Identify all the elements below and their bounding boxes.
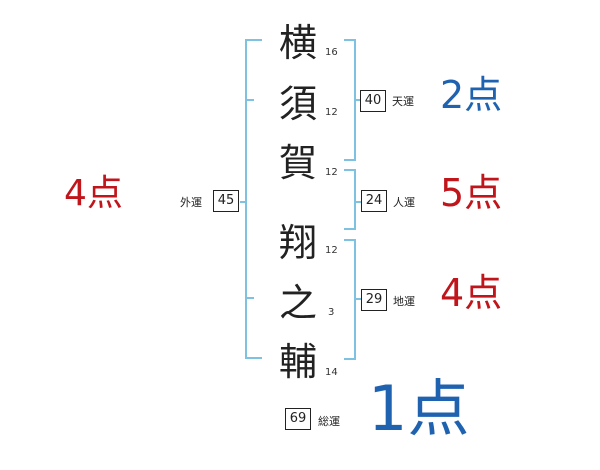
chikaku-bracket (344, 239, 356, 360)
soukaku-score: 1点 (368, 372, 470, 445)
jinkaku-score: 5点 (440, 171, 503, 215)
stroke-count-3: 12 (325, 167, 338, 178)
jinkaku-label: 人運 (393, 196, 415, 209)
soukaku-label: 総運 (318, 415, 340, 428)
name-char-3: 賀 (278, 141, 317, 185)
name-char-2: 須 (278, 82, 317, 126)
name-char-1: 横 (278, 21, 317, 65)
gaikaku-score: 4点 (64, 173, 123, 214)
stroke-count-6: 14 (325, 367, 338, 378)
tenkaku-value-box: 40 (360, 90, 386, 112)
tenkaku-score: 2点 (440, 73, 503, 117)
tenkaku-label: 天運 (392, 95, 414, 108)
chikaku-score: 4点 (440, 271, 503, 315)
tenkaku-bracket (344, 39, 356, 161)
stroke-count-1: 16 (325, 47, 338, 58)
chikaku-value-box: 29 (361, 289, 387, 311)
gaikaku-value-box: 45 (213, 190, 239, 212)
stroke-count-4: 12 (325, 245, 338, 256)
gaikaku-label: 外運 (180, 196, 202, 209)
name-char-6: 輔 (278, 340, 317, 384)
name-char-4: 翔 (278, 221, 317, 265)
stroke-count-2: 12 (325, 107, 338, 118)
outer-left-bracket (245, 39, 262, 359)
soukaku-value-box: 69 (285, 408, 311, 430)
stroke-count-5: 3 (328, 307, 335, 318)
jinkaku-bracket (344, 169, 356, 230)
name-char-5: 之 (278, 281, 317, 325)
chikaku-label: 地運 (393, 295, 415, 308)
jinkaku-value-box: 24 (361, 190, 387, 212)
